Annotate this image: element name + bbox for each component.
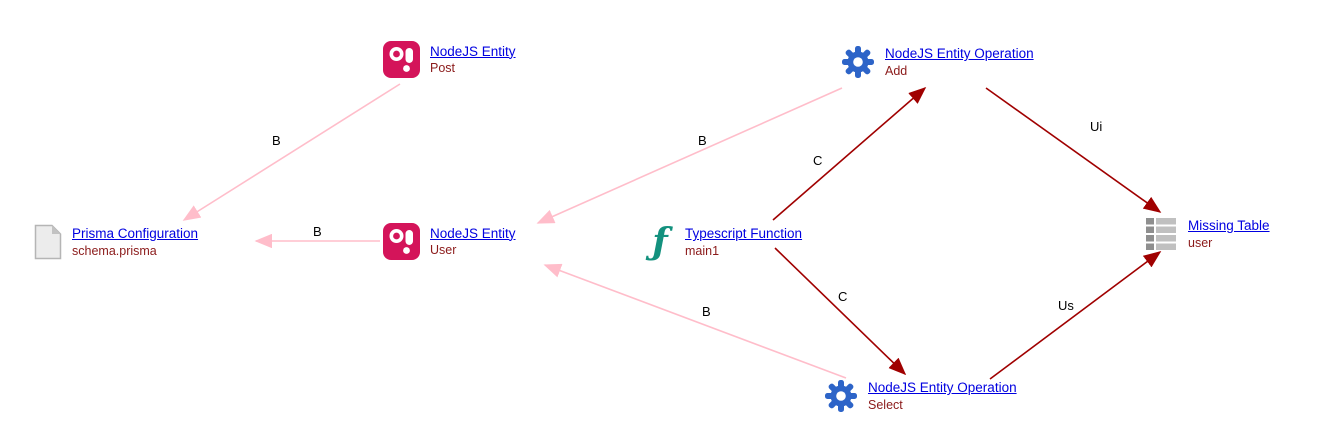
node-operation-add[interactable]: NodeJS Entity Operation Add bbox=[841, 45, 1034, 79]
node-title-link[interactable]: NodeJS Entity Operation bbox=[868, 380, 1017, 396]
gear-icon bbox=[841, 45, 875, 79]
node-subtitle: Post bbox=[430, 61, 456, 76]
edge-label-add-to-user: B bbox=[698, 133, 707, 148]
edge-label-user-to-prisma: B bbox=[313, 224, 322, 239]
edge-main1-to-add bbox=[772, 86, 927, 221]
edge-label-main1-to-add: C bbox=[813, 153, 822, 168]
node-title-link[interactable]: NodeJS Entity bbox=[430, 43, 516, 59]
edge-label-select-to-user: B bbox=[702, 304, 711, 319]
edge-label-post-to-prisma: B bbox=[272, 133, 281, 148]
node-subtitle: Select bbox=[868, 397, 903, 412]
node-subtitle: user bbox=[1188, 235, 1213, 250]
node-subtitle: User bbox=[430, 243, 457, 258]
node-subtitle: schema.prisma bbox=[72, 243, 157, 258]
edge-select-to-missing bbox=[989, 251, 1162, 380]
edge-add-to-user bbox=[536, 87, 843, 224]
node-title-link[interactable]: NodeJS Entity bbox=[430, 225, 516, 241]
edge-post-to-prisma bbox=[182, 83, 401, 221]
edge-label-select-to-missing: Us bbox=[1058, 298, 1074, 313]
node-subtitle: Add bbox=[885, 63, 908, 78]
node-title-link[interactable]: NodeJS Entity Operation bbox=[885, 46, 1034, 62]
edge-label-main1-to-select: C bbox=[838, 289, 847, 304]
ts-function-icon: ƒ bbox=[652, 221, 668, 263]
node-subtitle: main1 bbox=[685, 243, 720, 258]
node-title-link[interactable]: Prisma Configuration bbox=[72, 226, 199, 242]
node-nodejs-entity-user[interactable]: NodeJS Entity User bbox=[383, 223, 516, 260]
edge-main1-to-select bbox=[774, 247, 907, 376]
prisma-entity-icon bbox=[383, 41, 420, 78]
node-nodejs-entity-post[interactable]: NodeJS Entity Post bbox=[383, 41, 516, 78]
node-operation-select[interactable]: NodeJS Entity Operation Select bbox=[824, 379, 1017, 413]
prisma-entity-icon bbox=[383, 223, 420, 260]
node-missing-table-user[interactable]: Missing Table user bbox=[1144, 215, 1270, 253]
file-icon bbox=[34, 224, 62, 260]
node-typescript-function-main1[interactable]: ƒ Typescript Function main1 bbox=[645, 224, 802, 260]
node-prisma-configuration[interactable]: Prisma Configuration schema.prisma bbox=[34, 224, 198, 260]
edge-label-add-to-missing: Ui bbox=[1090, 119, 1102, 134]
gear-icon bbox=[824, 379, 858, 413]
table-rows-icon bbox=[1144, 215, 1178, 253]
edge-select-to-user bbox=[543, 263, 847, 379]
edge-add-to-missing bbox=[985, 87, 1162, 213]
node-title-link[interactable]: Typescript Function bbox=[685, 226, 803, 242]
node-title-link[interactable]: Missing Table bbox=[1188, 218, 1270, 234]
